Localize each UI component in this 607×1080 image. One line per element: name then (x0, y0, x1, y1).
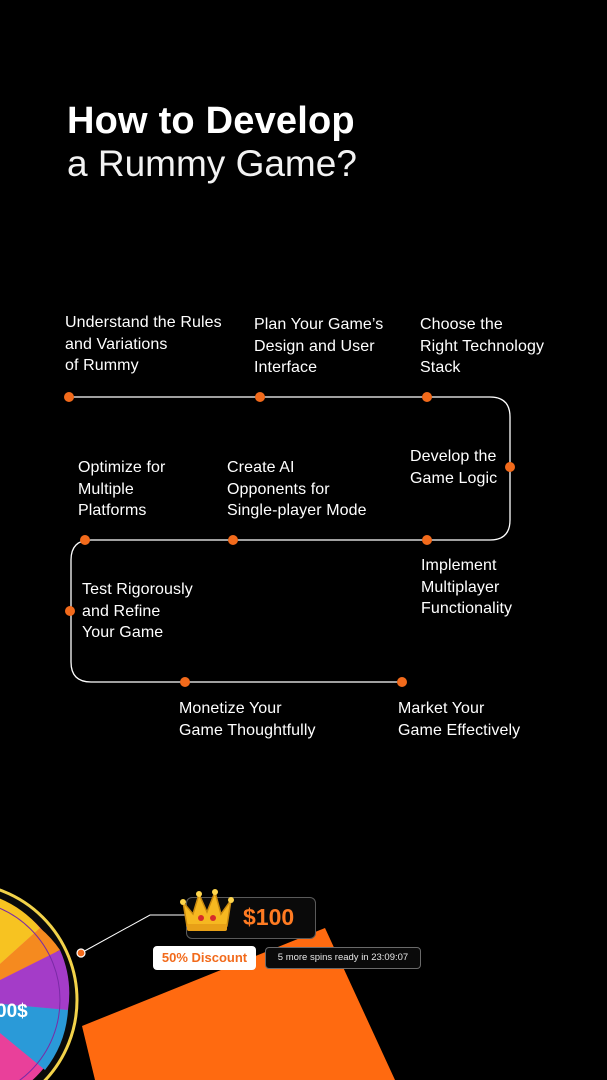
step-dot-10 (397, 677, 407, 687)
step-dot-9 (180, 677, 190, 687)
step-label-6: Create AI Opponents for Single-player Mo… (227, 459, 367, 519)
crown-icon (180, 889, 234, 931)
step-dot-5 (422, 535, 432, 545)
step-label-1: Understand the Rules and Variations of R… (65, 314, 222, 374)
step-label-2: Plan Your Game’s Design and User Interfa… (254, 316, 384, 376)
spins-timer-badge: 5 more spins ready in 23:09:07 (265, 947, 421, 969)
step-dot-8 (65, 606, 75, 616)
step-dot-1 (64, 392, 74, 402)
step-dot-7 (80, 535, 90, 545)
step-label-8: Test Rigorously and Refine Your Game (82, 581, 193, 641)
step-label-3: Choose the Right Technology Stack (420, 316, 545, 376)
step-label-5: Implement Multiplayer Functionality (421, 557, 513, 617)
step-label-10: Market Your Game Effectively (398, 700, 521, 739)
step-label-7: Optimize for Multiple Platforms (78, 459, 166, 519)
reward-price-box[interactable]: $100 (180, 889, 316, 939)
roadmap-line (69, 396, 511, 683)
reward-price: $100 (243, 904, 295, 930)
step-label-9: Monetize Your Game Thoughtfully (179, 700, 316, 739)
step-dot-3 (422, 392, 432, 402)
wheel-connector-dot (76, 948, 86, 958)
step-dot-6 (228, 535, 238, 545)
step-dot-4 (505, 462, 515, 472)
title-bold-line: How to Develop (67, 100, 355, 142)
title-light-line: a Rummy Game? (67, 143, 357, 184)
discount-badge[interactable]: 50% Discount (153, 946, 256, 970)
step-dot-2 (255, 392, 265, 402)
page-title: How to Develop a Rummy Game? (67, 98, 357, 186)
wheel-prize-label: 00$ (0, 1001, 28, 1022)
wheel-connector (80, 914, 186, 954)
prize-wheel (0, 888, 79, 1080)
step-label-4: Develop the Game Logic (410, 448, 498, 487)
